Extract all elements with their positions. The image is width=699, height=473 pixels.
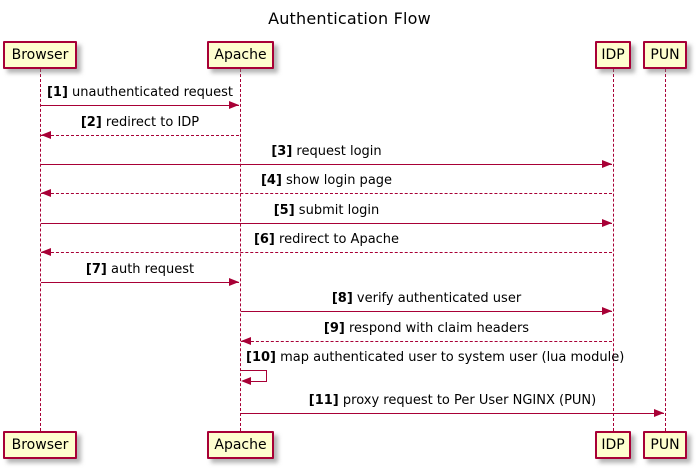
message-5-line <box>41 222 612 224</box>
message-number: [11] <box>308 393 339 408</box>
message-text: redirect to Apache <box>274 232 400 247</box>
lifeline-apache <box>240 69 241 431</box>
message-text: show login page <box>281 173 393 188</box>
message-9-arrowhead <box>241 336 251 345</box>
message-label-10: [10] map authenticated user to system us… <box>246 351 624 365</box>
message-text: request login <box>292 144 382 159</box>
message-number: [10] <box>246 350 276 365</box>
message-8-arrowhead <box>602 306 612 315</box>
message-text: redirect to IDP <box>101 115 200 130</box>
participant-label: Apache <box>214 437 267 453</box>
participant-idp-bottom: IDP <box>595 431 631 459</box>
message-label-8: [8] verify authenticated user <box>332 292 521 306</box>
message-8-line <box>241 310 612 312</box>
message-label-2: [2] redirect to IDP <box>81 116 199 130</box>
participant-label: Browser <box>11 437 69 453</box>
message-text: proxy request to Per User NGINX (PUN) <box>338 393 597 408</box>
message-text: auth request <box>106 262 195 277</box>
participant-label: PUN <box>650 437 680 453</box>
message-9-line <box>241 340 612 342</box>
message-label-11: [11] proxy request to Per User NGINX (PU… <box>309 394 596 408</box>
message-text: unauthenticated request <box>67 85 234 100</box>
message-label-1: [1] unauthenticated request <box>47 86 233 100</box>
message-text: respond with claim headers <box>344 321 530 336</box>
participant-label: PUN <box>650 47 680 63</box>
participant-label: Apache <box>214 47 267 63</box>
participant-browser-bottom: Browser <box>3 431 77 459</box>
message-number: [9] <box>323 321 345 336</box>
message-1-arrowhead <box>229 100 239 109</box>
participant-pun-bottom: PUN <box>643 431 687 459</box>
message-text: verify authenticated user <box>352 291 522 306</box>
lifeline-pun <box>665 69 666 431</box>
participant-label: IDP <box>601 437 625 453</box>
message-label-7: [7] auth request <box>86 263 194 277</box>
message-number: [5] <box>273 203 295 218</box>
message-text: map authenticated user to system user (l… <box>275 350 625 365</box>
message-1-line <box>41 104 239 106</box>
message-11-line <box>241 412 664 414</box>
participant-idp-top: IDP <box>595 41 631 69</box>
message-label-4: [4] show login page <box>261 174 392 188</box>
message-number: [2] <box>80 115 102 130</box>
participant-label: Browser <box>11 47 69 63</box>
message-number: [7] <box>85 262 107 277</box>
message-number: [8] <box>331 291 353 306</box>
participant-label: IDP <box>601 47 625 63</box>
message-label-6: [6] redirect to Apache <box>254 233 399 247</box>
message-6-line <box>41 251 612 253</box>
message-number: [6] <box>253 232 275 247</box>
message-10-loop-right <box>266 369 267 382</box>
message-number: [3] <box>271 144 293 159</box>
message-4-arrowhead <box>41 188 51 197</box>
participant-browser-top: Browser <box>3 41 77 69</box>
message-3-line <box>41 163 612 165</box>
message-label-3: [3] request login <box>271 145 381 159</box>
message-number: [1] <box>46 85 68 100</box>
participant-pun-top: PUN <box>643 41 687 69</box>
message-3-arrowhead <box>602 159 612 168</box>
message-4-line <box>41 192 612 194</box>
message-10-arrowhead <box>241 376 251 385</box>
message-label-5: [5] submit login <box>274 204 380 218</box>
message-2-arrowhead <box>41 130 51 139</box>
lifeline-browser <box>40 69 41 431</box>
message-11-arrowhead <box>654 408 664 417</box>
diagram-title: Authentication Flow <box>268 9 431 28</box>
lifeline-idp <box>613 69 614 431</box>
message-2-line <box>41 134 239 136</box>
message-10-loop-bottom <box>249 380 266 382</box>
message-7-line <box>41 281 239 283</box>
participant-apache-top: Apache <box>207 41 274 69</box>
message-number: [4] <box>260 173 282 188</box>
message-text: submit login <box>294 203 380 218</box>
participant-apache-bottom: Apache <box>207 431 274 459</box>
message-label-9: [9] respond with claim headers <box>324 322 529 336</box>
message-6-arrowhead <box>41 247 51 256</box>
message-10-loop-top <box>240 369 266 371</box>
message-7-arrowhead <box>229 277 239 286</box>
message-5-arrowhead <box>602 218 612 227</box>
